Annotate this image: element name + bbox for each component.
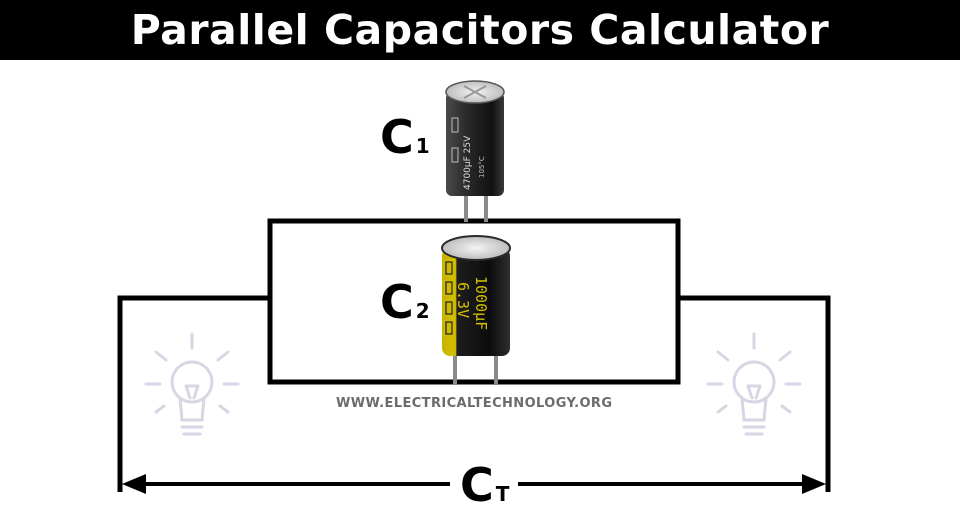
total-subscript: T [495,482,510,506]
title-bar: Parallel Capacitors Calculator [0,0,960,60]
circuit-wires [117,218,831,492]
capacitor-c1: 4700µF 25V 105°C [445,80,505,222]
c1-subscript: 1 [415,134,430,158]
capacitor-c2: 1000µF 6.3V [441,235,511,385]
c2-subscript: 2 [415,299,430,323]
total-dimension-arrow [122,474,826,494]
watermark-text: WWW.ELECTRICALTECHNOLOGY.ORG [336,396,613,411]
c1-symbol: C [380,110,414,164]
c1-temp-text: 105°C [478,156,486,178]
left-arrowhead-icon [122,474,146,494]
right-lightbulb-icon [706,332,802,436]
right-outer-wire [678,295,831,492]
left-lightbulb-icon [144,332,240,436]
left-outer-wire [117,295,270,492]
total-symbol: C [460,458,494,512]
c2-symbol: C [380,275,414,329]
page-title: Parallel Capacitors Calculator [130,6,830,54]
c2-voltage-text: 6.3V [454,282,472,318]
right-arrowhead-icon [802,474,826,494]
inner-loop-wire [267,218,681,385]
c1-rating-text: 4700µF 25V [463,135,473,190]
c2-capacitance-text: 1000µF [472,276,490,330]
